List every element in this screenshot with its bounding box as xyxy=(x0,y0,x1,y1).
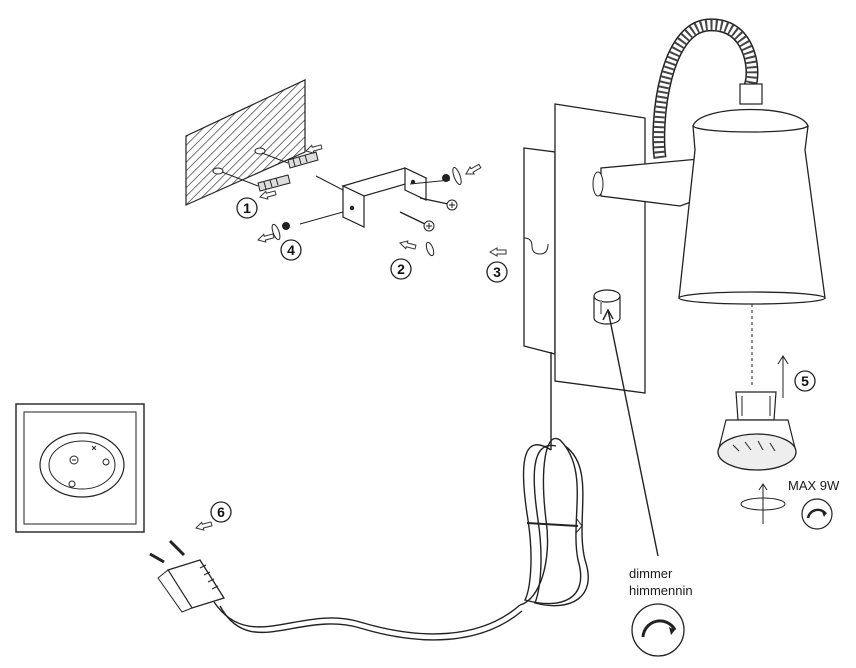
backplate-icon xyxy=(523,103,646,394)
washer-icon xyxy=(271,166,462,257)
step-3-label: 3 xyxy=(493,264,501,280)
step-5-label: 5 xyxy=(801,373,809,389)
dimmer-knob-icon xyxy=(593,289,621,325)
step-4-label: 4 xyxy=(287,242,295,258)
wall-socket-icon xyxy=(15,403,145,533)
lamp-shade-icon xyxy=(678,108,826,305)
step-1-label: 1 xyxy=(243,200,251,216)
dimmer-symbol-icon xyxy=(631,603,685,657)
wall-plug-icon xyxy=(257,151,319,192)
euro-plug-icon xyxy=(149,539,226,613)
step-number-icon: 1 2 3 4 5 6 xyxy=(210,197,816,523)
wall-icon xyxy=(185,79,306,206)
gu10-bulb-icon xyxy=(717,391,797,471)
cable-tie-icon xyxy=(526,517,583,534)
dimmer-symbol-icon xyxy=(801,498,833,530)
dimmer-label-finnish: himmennin xyxy=(629,583,693,598)
step-6-label: 6 xyxy=(217,504,225,520)
power-cord-icon xyxy=(213,352,589,641)
step-2-label: 2 xyxy=(397,261,405,277)
rotate-icon xyxy=(740,483,786,524)
dimmer-label: dimmer xyxy=(629,566,673,581)
max-wattage-label: MAX 9W xyxy=(788,478,840,493)
